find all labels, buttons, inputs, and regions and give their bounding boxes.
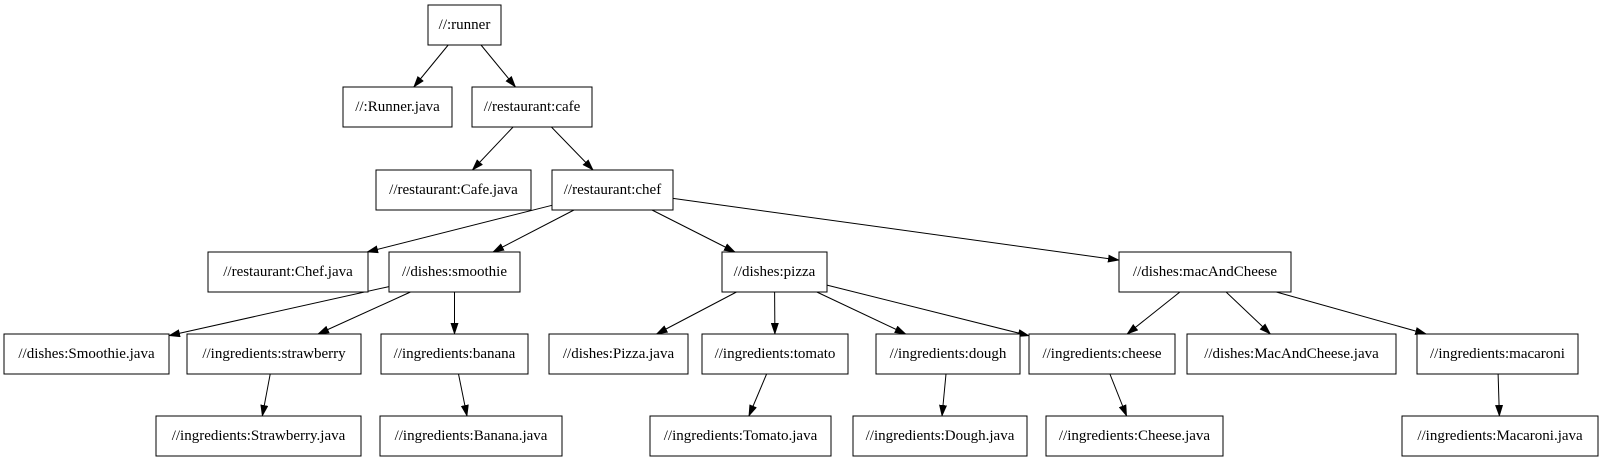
graph-edge-chef-to-pizza	[651, 209, 736, 253]
graph-edge-pizza-to-cheese	[826, 284, 1030, 337]
graph-node-box	[3, 333, 170, 375]
graph-node-box	[1045, 415, 1224, 457]
graph-node-label: //ingredients:Macaroni.java	[1417, 428, 1583, 444]
graph-node-box	[1028, 333, 1176, 375]
graph-node-label: //ingredients:tomato	[715, 346, 836, 362]
graph-node-label: //restaurant:cafe	[484, 99, 581, 115]
graph-node-macaroni_java: //ingredients:Macaroni.java	[1401, 415, 1599, 457]
graph-node-box	[1186, 333, 1397, 375]
graph-node-box	[388, 251, 521, 293]
graph-edge-smoothie-to-smoothie_java	[168, 286, 390, 338]
graph-node-box	[548, 333, 689, 375]
graph-node-pizza: //dishes:pizza	[721, 251, 828, 293]
graph-node-label: //restaurant:Chef.java	[223, 264, 353, 280]
graph-node-label: //ingredients:Cheese.java	[1059, 428, 1211, 444]
graph-node-cafe: //restaurant:cafe	[471, 86, 593, 128]
graph-edge-cafe-to-chef	[551, 126, 594, 171]
graph-node-label: //restaurant:chef	[564, 182, 661, 198]
graph-node-label: //dishes:MacAndCheese.java	[1204, 346, 1379, 362]
graph-node-label: //dishes:Smoothie.java	[18, 346, 155, 362]
graph-node-dough_java: //ingredients:Dough.java	[852, 415, 1028, 457]
graph-edge-banana-to-banana_java	[458, 373, 469, 417]
graph-node-runner: //:runner	[427, 4, 502, 46]
graph-node-box	[701, 333, 849, 375]
graph-node-label: //dishes:pizza	[734, 264, 816, 280]
graph-node-label: //dishes:Pizza.java	[563, 346, 675, 362]
graph-node-box	[379, 415, 563, 457]
graph-node-tomato_java: //ingredients:Tomato.java	[649, 415, 832, 457]
graph-node-tomato: //ingredients:tomato	[701, 333, 849, 375]
graph-node-chef: //restaurant:chef	[551, 169, 674, 211]
graph-node-label: //restaurant:Cafe.java	[389, 182, 518, 198]
graph-node-banana: //ingredients:banana	[380, 333, 529, 375]
graph-edge-strawberry-to-strawberry_java	[260, 373, 271, 417]
graph-edge-mac_and_cheese-to-macaroni	[1276, 291, 1428, 335]
graph-node-box	[1118, 251, 1292, 293]
graph-node-dough: //ingredients:dough	[875, 333, 1021, 375]
graph-node-label: //ingredients:Banana.java	[395, 428, 548, 444]
graph-node-box	[1416, 333, 1579, 375]
graph-node-box	[342, 86, 453, 128]
graph-node-box	[649, 415, 832, 457]
graph-edge-pizza-to-pizza_java	[655, 291, 737, 335]
graph-node-box	[427, 4, 502, 46]
graph-node-pizza_java: //dishes:Pizza.java	[548, 333, 689, 375]
graph-edge-macaroni-to-macaroni_java	[1495, 373, 1504, 417]
graph-node-label: //:runner	[439, 17, 491, 33]
graph-edge-chef-to-chef_java	[366, 204, 553, 254]
graph-edge-chef-to-mac_and_cheese	[672, 197, 1120, 263]
graph-node-label: //ingredients:strawberry	[202, 346, 346, 362]
graph-node-label: //:Runner.java	[355, 99, 440, 115]
graph-node-smoothie_java: //dishes:Smoothie.java	[3, 333, 170, 375]
graph-edge-cheese-to-cheese_java	[1109, 373, 1128, 417]
graph-node-box	[1401, 415, 1599, 457]
graph-node-mac_and_cheese: //dishes:macAndCheese	[1118, 251, 1292, 293]
graph-node-banana_java: //ingredients:Banana.java	[379, 415, 563, 457]
graph-node-chef_java: //restaurant:Chef.java	[207, 251, 369, 293]
graph-edge-mac_and_cheese-to-cheese	[1126, 291, 1181, 335]
graph-node-box	[375, 169, 532, 211]
graph-node-strawberry_java: //ingredients:Strawberry.java	[155, 415, 362, 457]
graph-node-runner_java: //:Runner.java	[342, 86, 453, 128]
graph-node-label: //ingredients:Dough.java	[866, 428, 1015, 444]
graph-edge-runner-to-runner_java	[413, 44, 449, 88]
graph-node-label: //ingredients:cheese	[1042, 346, 1161, 362]
graph-node-box	[380, 333, 529, 375]
graph-edge-tomato-to-tomato_java	[748, 373, 768, 417]
graph-node-label: //ingredients:Strawberry.java	[172, 428, 346, 444]
graph-node-label: //ingredients:macaroni	[1430, 346, 1565, 362]
graph-edge-pizza-to-dough	[816, 291, 907, 335]
graph-node-macaroni: //ingredients:macaroni	[1416, 333, 1579, 375]
graph-node-box	[155, 415, 362, 457]
graph-node-box	[551, 169, 674, 211]
graph-node-label: //dishes:smoothie	[402, 264, 507, 280]
graph-node-box	[875, 333, 1021, 375]
graph-node-box	[721, 251, 828, 293]
graph-node-cheese: //ingredients:cheese	[1028, 333, 1176, 375]
graph-edge-smoothie-to-strawberry	[317, 291, 411, 335]
graph-node-box	[471, 86, 593, 128]
graph-edge-cafe-to-cafe_java	[471, 126, 514, 171]
graph-node-mac_and_cheese_java: //dishes:MacAndCheese.java	[1186, 333, 1397, 375]
graph-node-smoothie: //dishes:smoothie	[388, 251, 521, 293]
graph-node-box	[852, 415, 1028, 457]
graph-node-label: //ingredients:banana	[394, 346, 516, 362]
graph-node-label: //ingredients:dough	[890, 346, 1007, 362]
graph-node-cafe_java: //restaurant:Cafe.java	[375, 169, 532, 211]
graph-edge-dough-to-dough_java	[939, 373, 948, 417]
graph-edge-chef-to-smoothie	[492, 209, 575, 253]
graph-edge-mac_and_cheese-to-mac_and_cheese_java	[1225, 291, 1272, 335]
graph-edge-runner-to-cafe	[480, 44, 517, 88]
graph-node-strawberry: //ingredients:strawberry	[186, 333, 362, 375]
graph-node-box	[186, 333, 362, 375]
graph-node-box	[207, 251, 369, 293]
graph-node-label: //dishes:macAndCheese	[1133, 264, 1277, 280]
graph-node-label: //ingredients:Tomato.java	[664, 428, 818, 444]
graph-node-cheese_java: //ingredients:Cheese.java	[1045, 415, 1224, 457]
